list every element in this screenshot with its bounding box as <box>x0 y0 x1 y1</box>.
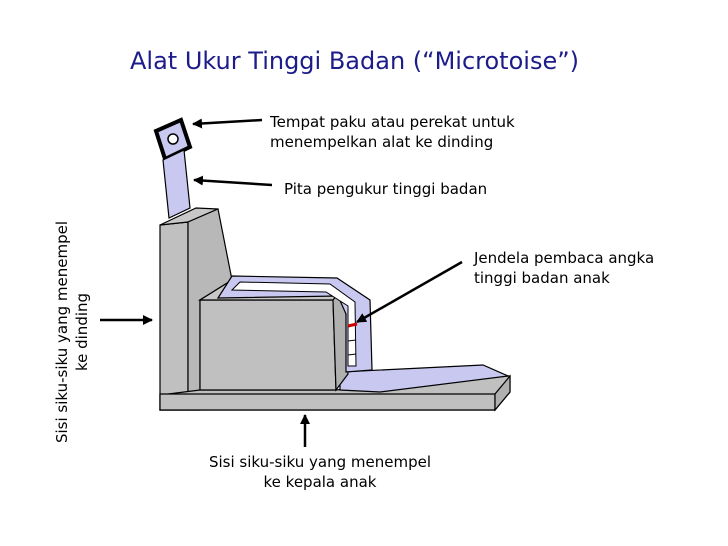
label-wall-side: Sisi siku-siku yang menempel ke dinding <box>53 220 91 444</box>
label-reading-window: Jendela pembaca angka tinggi badan anak <box>474 249 655 287</box>
measuring-tape <box>162 149 191 219</box>
page-title: Alat Ukur Tinggi Badan (“Microtoise”) <box>130 47 580 75</box>
pointer-arrow-icon <box>356 260 463 324</box>
pointer-arrow-icon <box>193 175 273 187</box>
pointer-arrow-icon <box>192 118 263 129</box>
nail-plate-icon <box>153 117 193 162</box>
microtoise-body <box>159 207 511 412</box>
label-tape: Pita pengukur tinggi badan <box>284 180 488 198</box>
label-nail-place: Tempat paku atau perekat untuk menempelk… <box>270 113 515 151</box>
reading-marker <box>347 322 358 328</box>
label-head-side: Sisi siku-siku yang menempel ke kepala a… <box>208 453 432 491</box>
